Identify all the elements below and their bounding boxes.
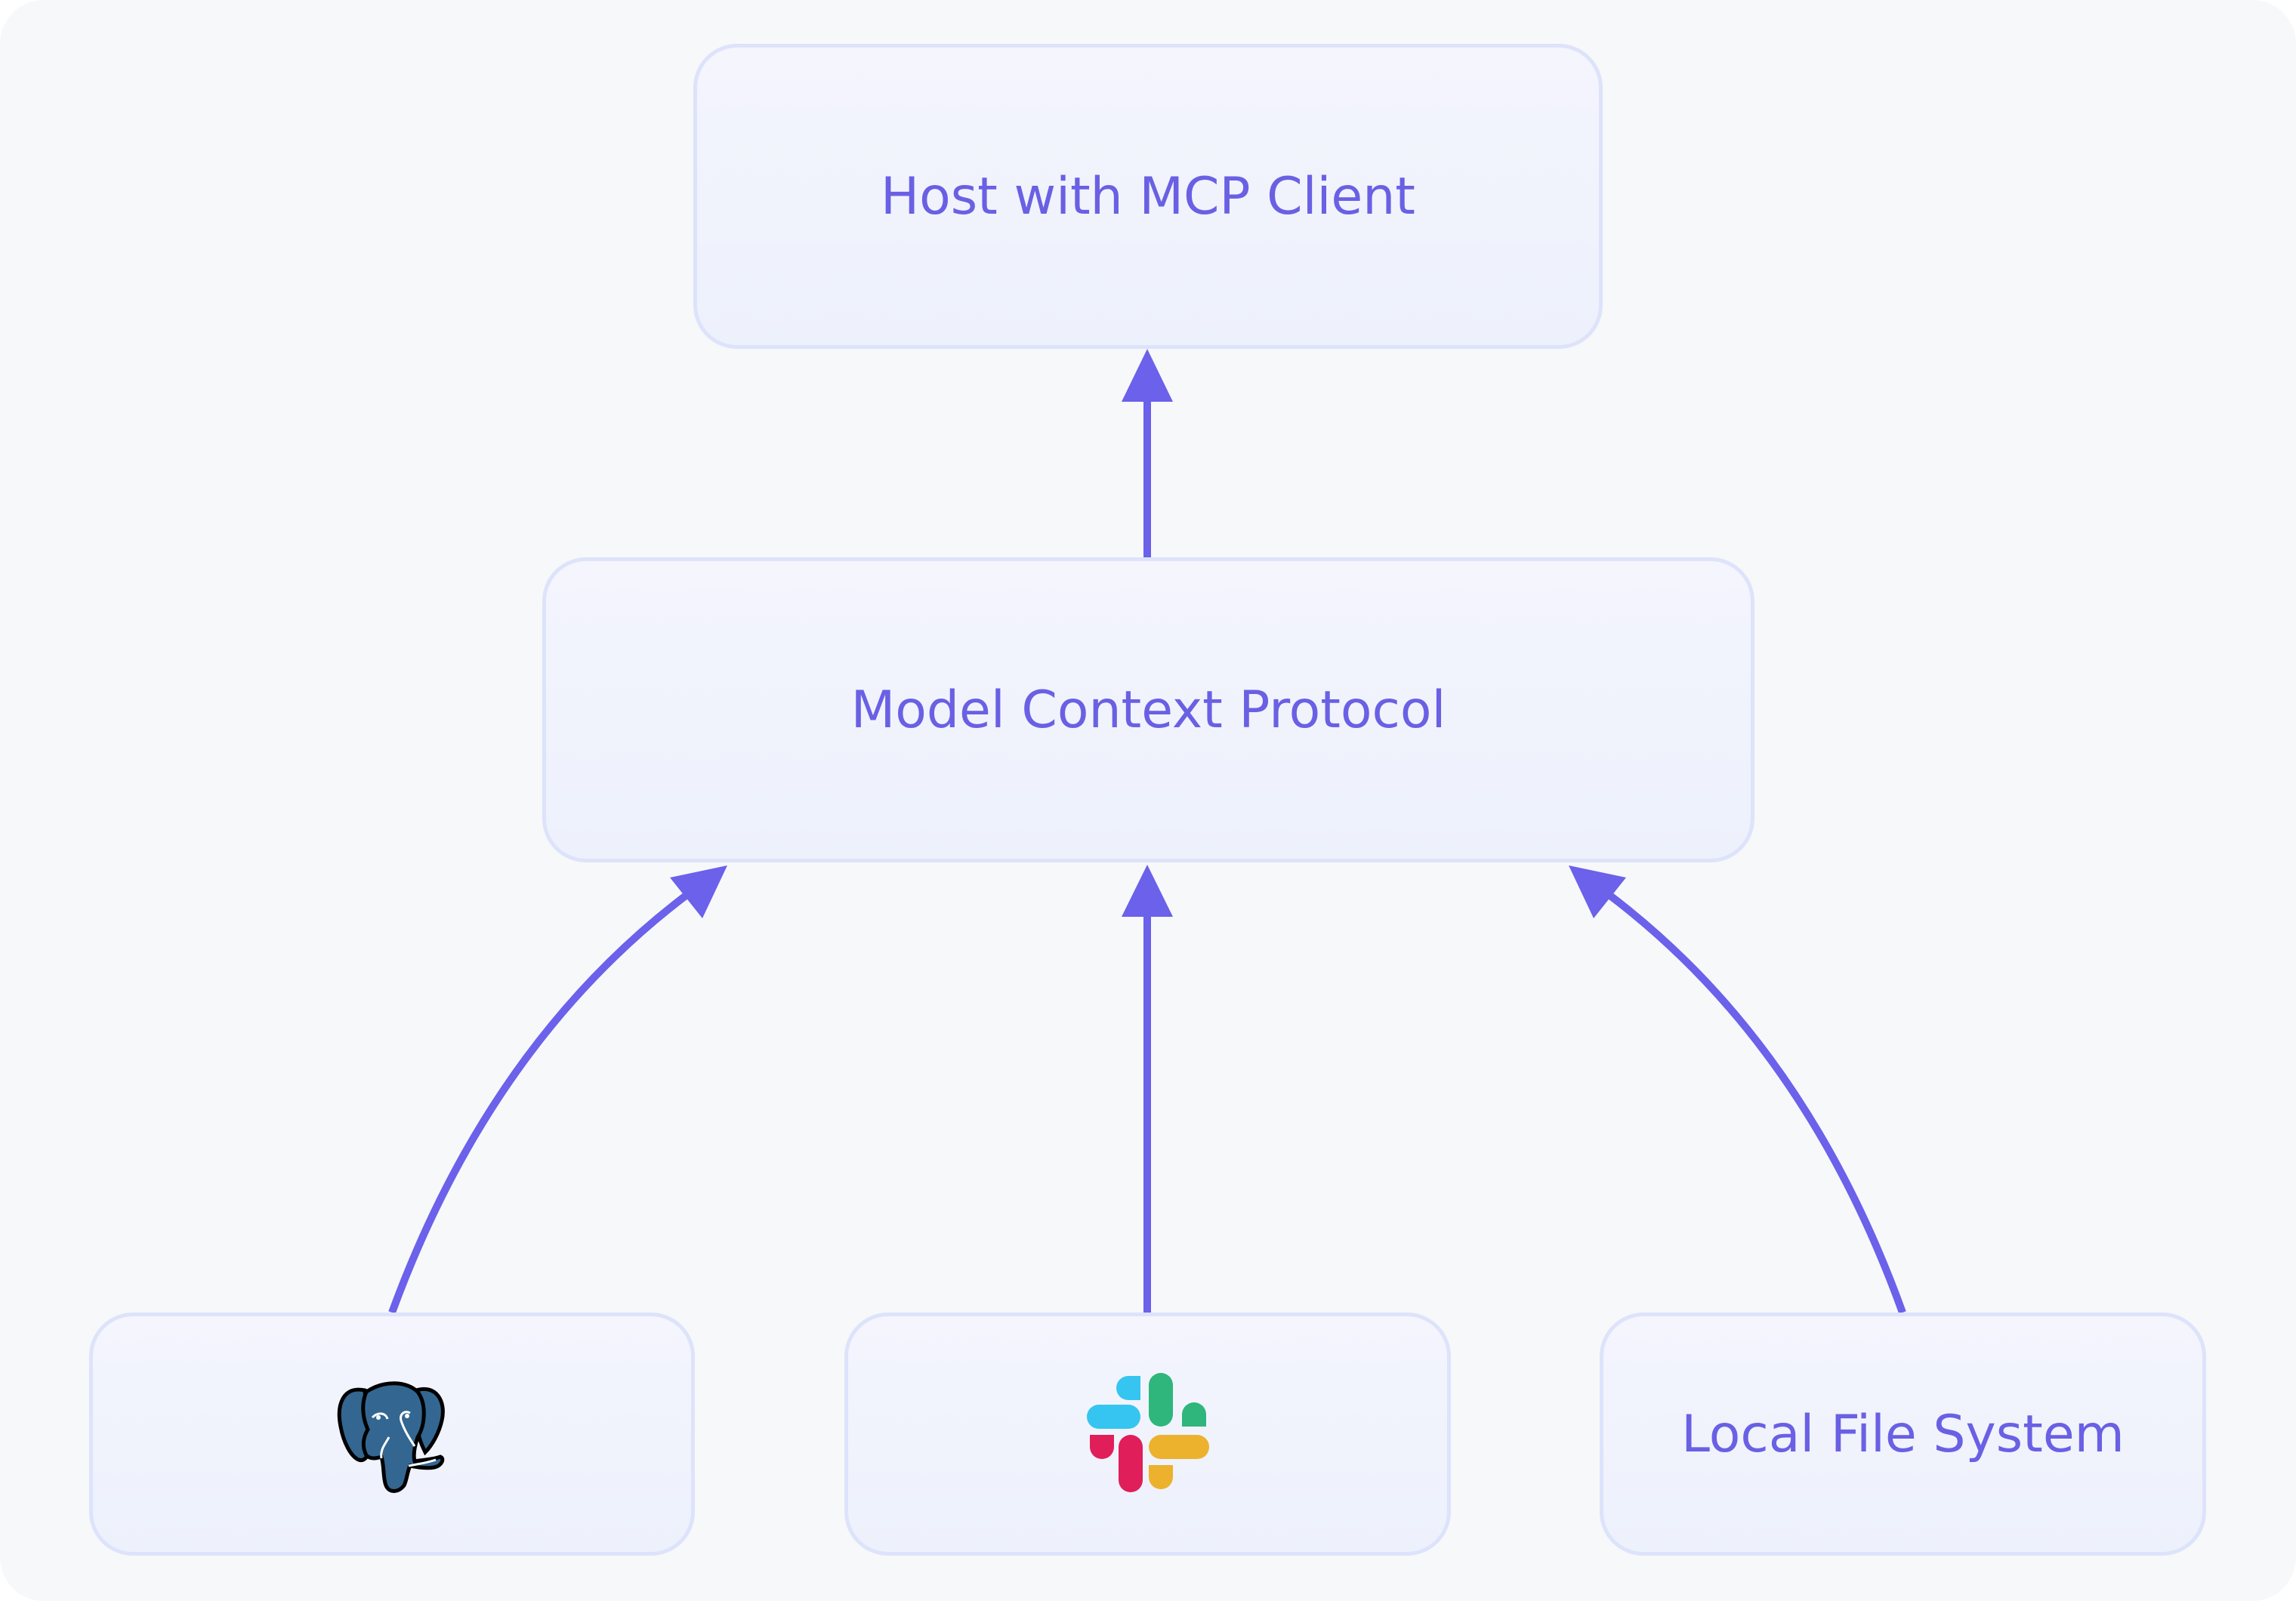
protocol-node-label: Model Context Protocol <box>850 680 1446 740</box>
arrowhead-protocol-center <box>1122 865 1173 917</box>
slack-icon <box>1084 1370 1212 1498</box>
postgresql-elephant-icon <box>332 1374 452 1495</box>
arrowhead-protocol-left <box>670 865 727 918</box>
filesystem-node-label: Local File System <box>1681 1404 2125 1464</box>
postgres-node <box>89 1313 695 1556</box>
protocol-node: Model Context Protocol <box>542 557 1754 862</box>
arrowhead-protocol-right <box>1569 865 1626 918</box>
edge-postgres-to-protocol <box>388 890 692 1314</box>
arrowhead-host <box>1122 349 1173 402</box>
host-node-label: Host with MCP Client <box>881 166 1415 227</box>
edge-filesystem-to-protocol <box>1604 890 1906 1314</box>
slack-node <box>844 1313 1451 1556</box>
filesystem-node: Local File System <box>1600 1313 2206 1556</box>
host-node: Host with MCP Client <box>693 44 1603 349</box>
